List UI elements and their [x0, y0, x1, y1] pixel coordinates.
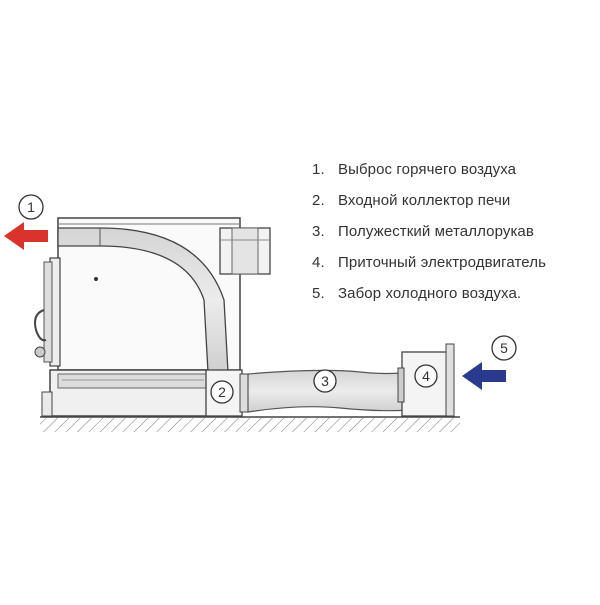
svg-text:2: 2 [218, 384, 226, 400]
cold-air-arrow [462, 362, 506, 390]
legend-item: 1. Выброс горячего воздуха [312, 160, 598, 191]
legend-text: Входной коллектор печи [338, 192, 511, 209]
legend-text: Полужесткий металлорукав [338, 223, 534, 240]
callout-3: 3 [313, 369, 337, 393]
legend-item: 2. Входной коллектор печи [312, 191, 598, 222]
legend: 1. Выброс горячего воздуха 2. Входной колл… [312, 160, 598, 315]
arrow-left-icon [4, 222, 48, 250]
svg-text:4: 4 [422, 368, 430, 384]
svg-text:3: 3 [321, 373, 329, 389]
svg-text:1: 1 [27, 199, 35, 215]
legend-number: 1. [312, 161, 325, 178]
legend-text: Забор холодного воздуха. [338, 285, 522, 302]
callout-5: 5 [491, 335, 517, 361]
hot-air-arrow [4, 222, 48, 250]
legend-number: 5. [312, 285, 325, 302]
legend-item: 5. Забор холодного воздуха. [312, 284, 598, 315]
ground [40, 416, 460, 432]
legend-item: 4. Приточный электродвигатель [312, 253, 598, 284]
legend-number: 3. [312, 223, 325, 240]
legend-text: Выброс горячего воздуха [338, 161, 517, 178]
callout-2: 2 [210, 380, 234, 404]
side-flue [219, 227, 271, 275]
legend-item: 3. Полужесткий металлорукав [312, 222, 598, 253]
arrow-left-icon [462, 362, 506, 390]
callout-4: 4 [414, 364, 438, 388]
legend-number: 4. [312, 254, 325, 271]
legend-text: Приточный электродвигатель [338, 254, 546, 271]
svg-text:5: 5 [500, 340, 508, 356]
callout-1: 1 [18, 194, 44, 220]
legend-number: 2. [312, 192, 325, 209]
